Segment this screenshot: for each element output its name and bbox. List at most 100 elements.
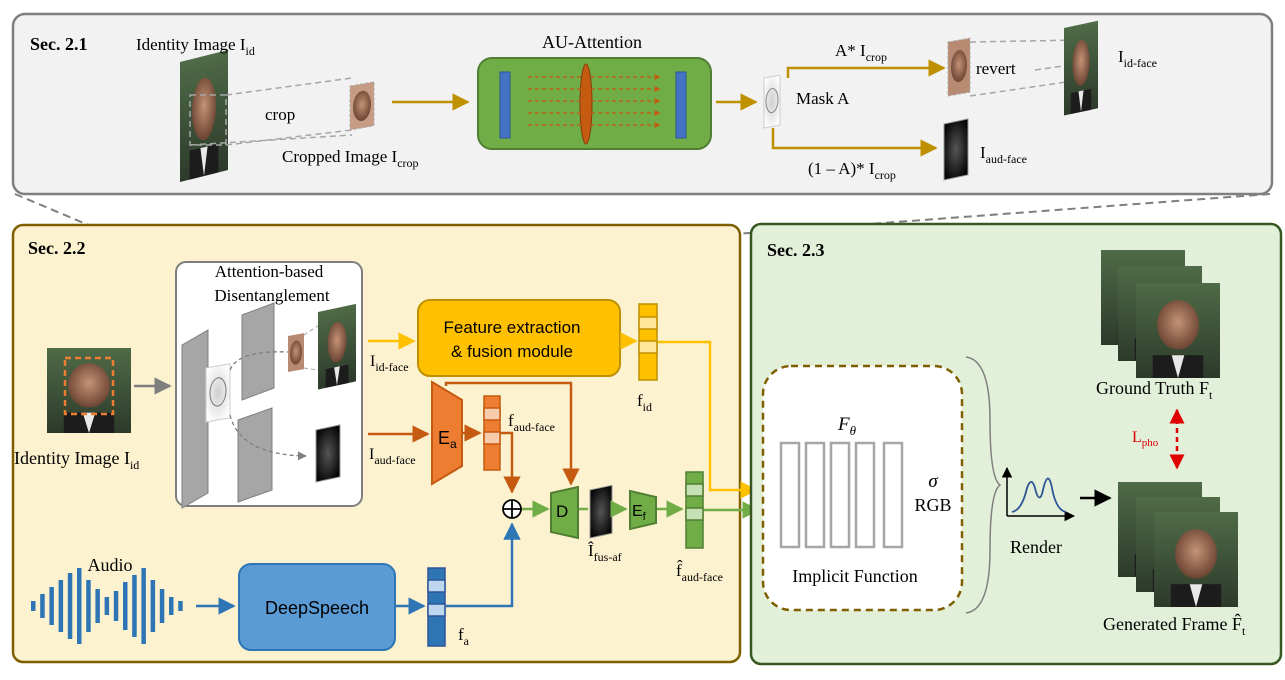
mid-aud-face-label: Iaud-face [369,446,416,467]
id-face-image [1064,20,1098,116]
upper-branch-arrow [786,59,946,78]
attention-feature-layer-3 [237,407,273,503]
waveform-bar [150,580,156,632]
identity-image-top-label: Identity Image Iid [136,35,255,58]
crop-label: crop [265,105,295,124]
identity-image-mid-label: Identity Image Iid [14,448,139,472]
section-2-2-label: Sec. 2.2 [28,238,86,258]
ef-label: Ef [632,503,647,523]
arrow-fa-to-sum [446,522,521,608]
attention-id-face-image [318,303,356,390]
f-a-vector [427,567,446,647]
arrow-f-aud-to-sum [500,431,521,494]
identity-image-top [180,50,228,182]
audio-waveform [31,568,183,644]
waveform-bar [58,580,64,632]
revert-guides [969,39,1081,97]
revert-label: revert [976,59,1016,78]
au-attention-flow-lines [528,74,661,128]
attention-dash-lower [229,414,307,461]
feature-box-line-1: Feature extraction [443,318,580,337]
audio-label: Audio [88,555,133,575]
attention-block-title-2: Disentanglement [214,286,329,305]
cropped-face-image [349,81,375,131]
lower-branch-arrow [771,128,938,157]
id-face-top-label: Iid-face [1118,47,1157,70]
fused-image [589,484,613,539]
f-hat-aud-vector [685,471,704,549]
mlp-layers [779,441,904,549]
section-2-1-label: Sec. 2.1 [30,34,88,54]
waveform-bar [104,597,110,615]
aud-face-top-image [943,118,969,181]
masked-crop-image [947,37,971,97]
mask-a-label: Mask A [796,89,850,108]
f-id-label: fid [637,391,652,414]
arrow-encoder-skip-to-decoder [444,381,580,486]
cropped-image-label: Cropped Image Icrop [282,147,419,170]
au-attention-title: AU-Attention [542,32,642,52]
attention-mask-image [205,363,231,423]
waveform-bar [113,591,119,621]
waveform-bar [169,597,174,615]
fus-af-label: Îfus-af [588,541,622,564]
lower-branch-label: (1 – A)* Icrop [808,159,896,182]
mask-a-image [763,74,781,129]
attention-crop-image [288,333,304,372]
f-hat-aud-label: f̂aud-face [676,560,723,584]
waveform-bar [86,580,91,632]
waveform-bar [40,594,45,618]
sum-operator [502,499,522,519]
waveform-bar [67,573,73,639]
encoder-label: Ea [438,428,457,451]
f-a-label: fa [458,625,470,648]
waveform-bar [132,575,137,637]
render-plot-icon [1001,466,1076,522]
sigma-label: σ [928,471,938,492]
au-attention-mid-layer [579,63,593,145]
identity-image-mid [47,348,131,433]
attention-block-title-1: Attention-based [215,262,324,281]
crop-guides [189,77,353,146]
mid-id-face-label: Iid-face [370,353,409,374]
attention-dash-upper [229,351,289,371]
loss-label: Lpho [1132,429,1159,449]
waveform-bar [159,589,165,623]
attention-aud-face-image [315,424,341,483]
encoder-ea [431,380,463,486]
au-attention-input-layer [499,71,511,139]
f-theta-label: Fθ [837,414,857,438]
section-2-3-label: Sec. 2.3 [767,240,825,260]
generated-frames [1118,482,1238,607]
waveform-bar [77,568,82,644]
attention-feature-layer-1 [181,329,209,509]
upper-branch-label: A* Icrop [835,41,887,64]
waveform-bar [49,587,54,625]
aud-face-top-label: Iaud-face [980,143,1027,166]
waveform-bar [141,568,146,644]
f-aud-label: faud-face [508,411,555,434]
au-attention-output-layer [675,71,687,139]
ground-truth-label: Ground Truth Ft [1096,378,1213,402]
decoder-d [550,485,579,540]
encoder-ef [629,489,657,531]
generated-frame-label: Generated Frame F̂t [1103,614,1246,638]
decoder-label: D [556,502,568,521]
au-attention-block [477,57,712,150]
render-label: Render [1010,537,1062,557]
waveform-bar [123,582,128,630]
feature-fusion-module [417,299,621,377]
output-brace [965,356,1002,614]
waveform-bar [31,601,36,611]
waveform-bar [178,601,183,611]
deepspeech-block [238,563,396,651]
implicit-function-label: Implicit Function [792,566,918,586]
f-aud-vector [483,395,501,471]
waveform-bar [95,589,100,623]
deepspeech-label: DeepSpeech [265,598,369,618]
arrow-f-id-to-implicit [658,340,758,499]
feature-box-line-2: & fusion module [451,342,573,361]
f-id-vector [638,303,658,381]
